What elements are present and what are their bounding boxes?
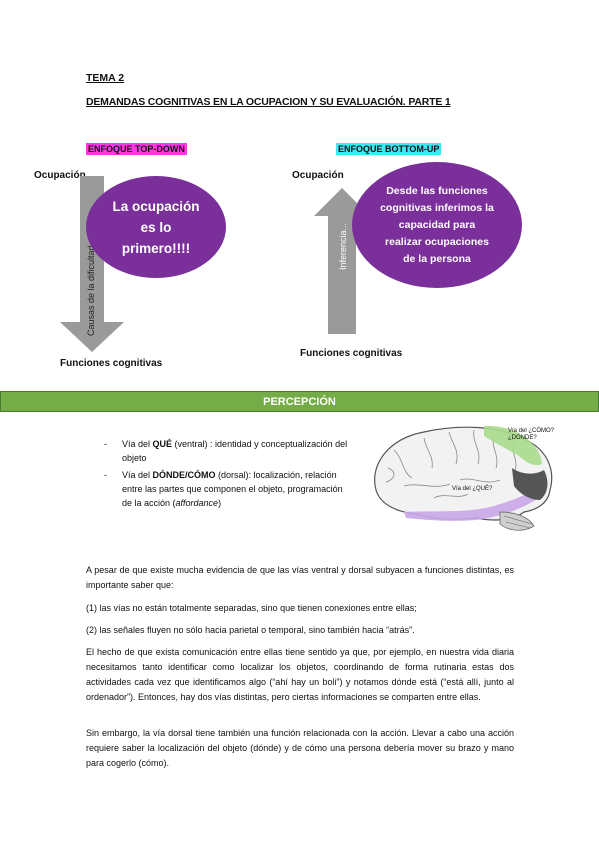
top-down-occupation-label: Ocupación [34,170,86,181]
bottom-up-arrow-text: Inferencia... [338,222,348,270]
top-down-oval-line-1: La ocupación [112,198,200,214]
paragraph-5: Sin embargo, la vía dorsal tiene también… [86,728,514,768]
brain-label-ventral: Vía del ¿QUÉ? [452,486,493,492]
section-title: PERCEPCIÓN [263,395,336,408]
section-banner: PERCEPCIÓN [0,391,599,412]
bottom-up-oval: Desde las funciones cognitivas inferimos… [352,162,522,288]
top-down-arrow-text: Causas de la dificultad [86,245,96,336]
topic-heading: TEMA 2 [86,72,125,84]
bottom-up-oval-line-2: cognitivas inferimos la [380,201,494,214]
bottom-up-oval-line-5: de la persona [403,252,471,265]
top-down-oval: La ocupación es lo primero!!!! [86,176,226,278]
pathways-list: -Vía del QUÉ (ventral) : identidad y con… [104,437,354,513]
bottom-up-oval-line-3: capacidad para [398,218,476,231]
bottom-up-oval-line-4: realizar ocupaciones [385,235,489,248]
top-down-oval-line-2: es lo [140,219,172,235]
document-title: DEMANDAS COGNITIVAS EN LA OCUPACION Y SU… [86,96,451,108]
bottom-up-cognitive-label: Funciones cognitivas [300,348,403,359]
top-down-cognitive-label: Funciones cognitivas [60,358,163,369]
list-item-ventral: -Vía del QUÉ (ventral) : identidad y con… [104,439,348,463]
paragraph-1: A pesar de que existe mucha evidencia de… [86,565,514,590]
paragraph-4: El hecho de que exista comunicación entr… [86,647,514,702]
paragraph-2: (1) las vías no están totalmente separad… [86,603,417,613]
list-item-dorsal: -Vía del DÓNDE/CÓMO (dorsal): localizaci… [104,470,343,508]
bottom-up-occupation-label: Ocupación [292,170,344,181]
bottom-up-tag: ENFOQUE BOTTOM-UP [336,143,442,155]
top-down-tag: ENFOQUE TOP-DOWN [86,143,187,155]
brain-illustration [374,425,553,531]
brain-label-dorsal: Vía del ¿CÓMO? ¿DÓNDE? [508,428,555,441]
bottom-up-oval-line-1: Desde las funciones [386,184,488,197]
paragraph-3: (2) las señales fluyen no sólo hacia par… [86,625,415,635]
top-down-arrow [60,176,124,352]
top-down-oval-line-3: primero!!!! [121,240,191,256]
